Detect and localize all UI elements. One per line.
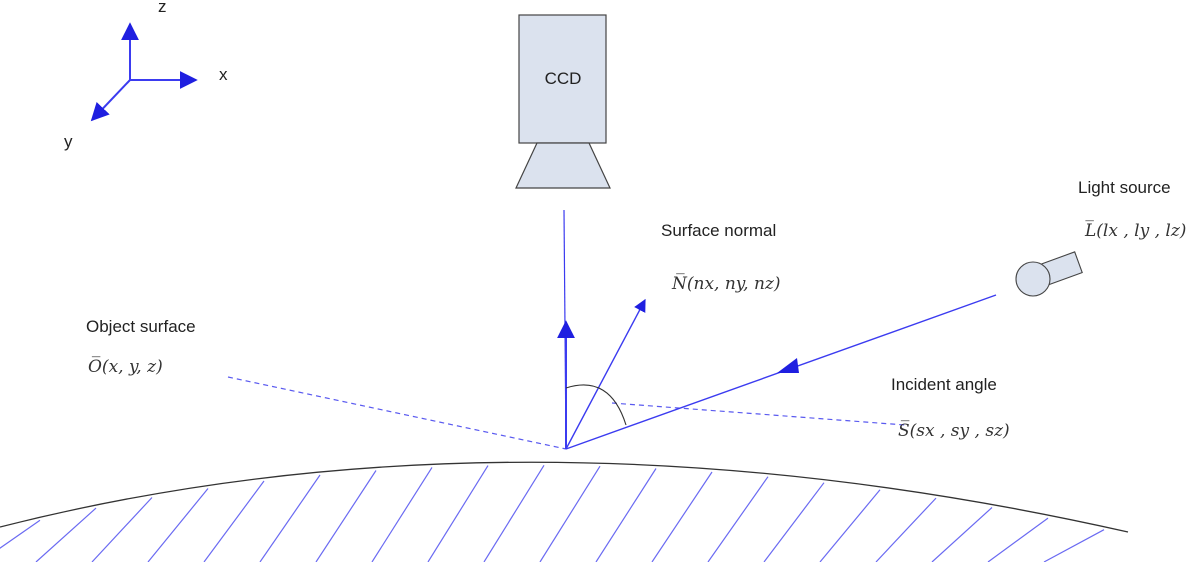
hatch-line bbox=[427, 465, 489, 562]
incident-vector-label: S̅(sx , sy , sz) bbox=[898, 420, 1010, 441]
object-surface-body bbox=[0, 461, 1129, 562]
object-surface-label: Object surface bbox=[86, 317, 196, 336]
camera-body bbox=[518, 14, 607, 144]
hatch-line bbox=[595, 468, 657, 562]
hatch-line bbox=[819, 489, 881, 562]
hatch-line bbox=[203, 480, 265, 562]
light-source-bulb bbox=[1015, 261, 1051, 297]
surface-curve bbox=[0, 461, 1129, 533]
hatch-line bbox=[931, 507, 993, 562]
hatch-line bbox=[1043, 529, 1105, 562]
hatch-line bbox=[259, 474, 321, 562]
surface-hatching bbox=[0, 464, 1105, 562]
hatch-line bbox=[35, 507, 97, 562]
incident-angle-arc bbox=[565, 384, 627, 426]
ccd-camera: CCD bbox=[515, 14, 611, 189]
z-axis-label: z bbox=[158, 0, 167, 16]
hatch-line bbox=[91, 497, 153, 562]
light-ray-arrowhead bbox=[777, 358, 799, 373]
hatch-line bbox=[987, 517, 1049, 562]
hatch-line bbox=[147, 488, 209, 562]
hatch-line bbox=[539, 465, 601, 562]
normal-vector-label: N̅(nx, ny, nz) bbox=[671, 273, 781, 294]
x-axis-label: x bbox=[219, 65, 228, 84]
hatch-line bbox=[763, 482, 825, 562]
hatch-line bbox=[483, 464, 545, 562]
surface-normal-label: Surface normal bbox=[661, 221, 776, 240]
y-axis bbox=[90, 79, 131, 122]
incident-reference-line bbox=[611, 402, 906, 426]
camera-lens bbox=[515, 142, 611, 189]
hatch-line bbox=[315, 470, 377, 562]
hatch-line bbox=[707, 476, 769, 562]
camera-label: CCD bbox=[545, 69, 582, 88]
hatch-line bbox=[0, 519, 41, 549]
light-vector-label: L̅(lx , ly , lz) bbox=[1084, 220, 1186, 241]
light-source-icon bbox=[1015, 251, 1083, 297]
incident-angle-label: Incident angle bbox=[891, 375, 997, 394]
coordinate-axes: z x y bbox=[64, 0, 228, 151]
tangent-line bbox=[227, 376, 567, 450]
object-vector-label: O̅(x, y, z) bbox=[88, 356, 163, 377]
light-source-label: Light source bbox=[1078, 178, 1171, 197]
hatch-line bbox=[651, 471, 713, 562]
hatch-line bbox=[371, 467, 433, 562]
hatch-line bbox=[875, 497, 937, 562]
y-axis-label: y bbox=[64, 132, 73, 151]
surface-normal-vector bbox=[565, 298, 646, 450]
